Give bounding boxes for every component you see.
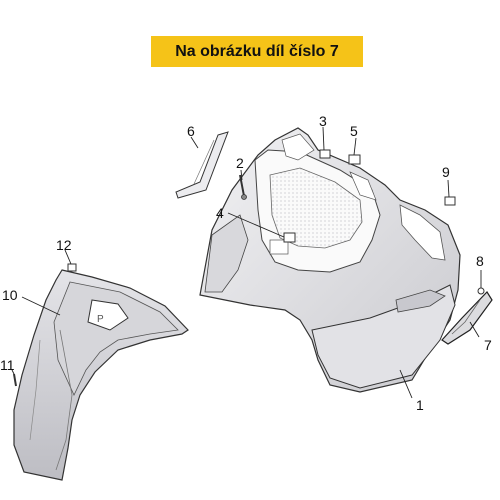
callout-5: 5 [350,123,358,139]
callout-6: 6 [187,123,195,139]
part-6-trim-strip [175,131,229,199]
part-8-fastener [477,287,485,295]
part-1-rear-shield [199,127,461,393]
callout-10: 10 [2,287,18,303]
part-3-clip [319,149,331,159]
part-4-clip [283,232,296,243]
leader-lines [11,126,482,399]
callout-labels: 1 2 3 4 5 6 7 8 9 10 11 12 [0,113,492,413]
callout-3: 3 [319,113,327,129]
part-5-clip [348,154,361,165]
callout-8: 8 [476,253,484,269]
part-7-side-trim [441,291,493,345]
callout-11: 11 [0,357,15,373]
part-10-front-shield: P [13,269,189,481]
callout-2: 2 [236,155,244,171]
part-11-screw [13,373,17,387]
part-2-screw [239,174,247,200]
svg-text:P: P [97,314,104,325]
banner-text: Na obrázku díl číslo 7 [175,42,339,60]
callout-4: 4 [216,205,224,221]
callout-1: 1 [416,397,424,413]
callout-12: 12 [56,237,72,253]
callout-7: 7 [484,337,492,353]
part-9-clip [444,196,456,206]
part-12-clip [67,263,77,272]
title-banner: Na obrázku díl číslo 7 [151,36,363,67]
callout-9: 9 [442,164,450,180]
